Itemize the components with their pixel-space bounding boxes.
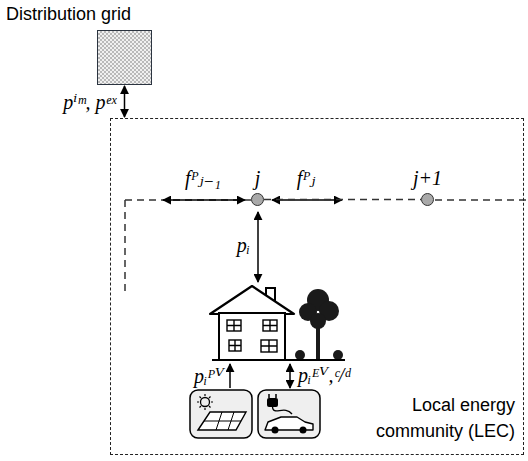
bus-node: j: [251, 193, 264, 206]
sun: [201, 398, 210, 407]
edge-label: pⁱᵐ, pᵉˣ: [63, 90, 116, 114]
variable-label: pᵢᴱⱽ,ᶜ/ᵈ: [298, 363, 350, 387]
house-icon: [210, 286, 294, 360]
feeder-line: [435, 199, 528, 201]
tree-icon: [295, 289, 343, 360]
panel-grid: [204, 412, 241, 430]
connector: [124, 86, 126, 117]
feeder-line: [125, 199, 251, 201]
node-label: Distribution grid: [6, 3, 131, 25]
ev-icon: [258, 390, 320, 438]
shrub: [295, 350, 305, 360]
pv-box: [190, 390, 252, 438]
cable: [273, 407, 293, 414]
connector: [264, 199, 421, 201]
tree-crown: [310, 313, 326, 329]
feeder-line: [124, 200, 126, 295]
node-label: Local energy community (LEC): [355, 392, 515, 444]
grid-box: Distribution grid: [97, 30, 152, 85]
bus-node: j+1: [421, 193, 434, 206]
ev-box: [258, 390, 320, 438]
pv-icon: [190, 390, 252, 438]
wheel: [300, 427, 307, 434]
node-label: j+1: [413, 166, 442, 190]
flow-arrow: [163, 199, 245, 201]
power-arrow: [257, 212, 259, 282]
windows: [227, 320, 277, 352]
community-boundary: Local energy community (LEC) j j+1: [110, 118, 524, 455]
roof: [210, 286, 294, 314]
variable-label: fᴾⱼ₋₁: [185, 166, 221, 190]
solar-panel: [198, 412, 246, 430]
ground-line: [212, 359, 345, 361]
variable-label: pᵢᴾⱽ: [194, 364, 224, 388]
plug-pins: [269, 394, 276, 398]
sun-rays: [197, 394, 213, 410]
variable-label: fᴾⱼ: [297, 166, 316, 190]
plug: [267, 398, 278, 407]
window-frame: [227, 320, 277, 352]
ev-arrow: [289, 364, 291, 388]
feeder-line: [125, 200, 528, 295]
variable-label: pᵢ: [237, 233, 250, 257]
wheel: [272, 427, 279, 434]
pv-arrow: [229, 364, 231, 388]
house-body: [219, 313, 285, 360]
node-label: j: [255, 166, 261, 190]
shrub: [333, 350, 343, 360]
